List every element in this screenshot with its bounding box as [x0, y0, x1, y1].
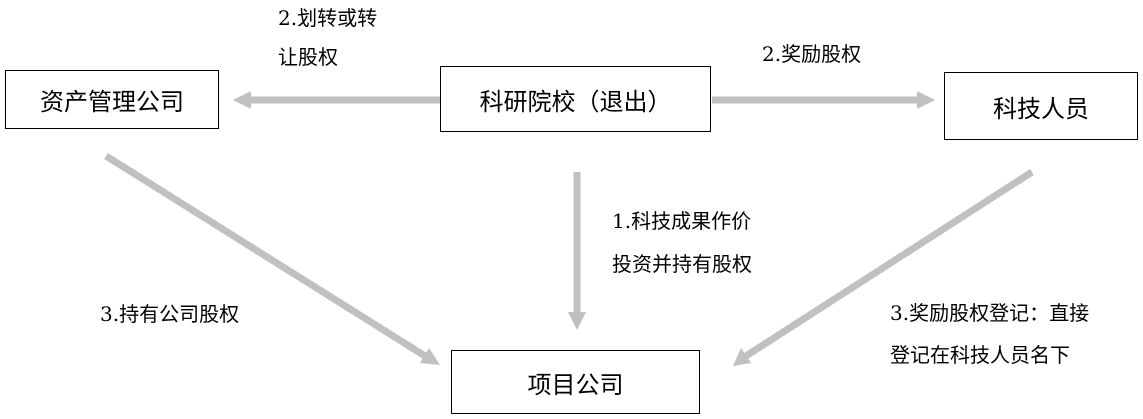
label-transfer-line1: 2.划转或转	[278, 6, 378, 30]
node-asset-management-company: 资产管理公司	[5, 70, 219, 129]
label-invest-line2: 投资并持有股权	[612, 252, 752, 276]
node-research-institute: 科研院校（退出）	[440, 66, 711, 132]
node-project-company: 项目公司	[451, 350, 700, 414]
arrow-institute-to-asset-company	[233, 91, 440, 109]
label-hold: 3.持有公司股权	[100, 302, 240, 326]
arrow-tech-staff-to-project-company	[733, 169, 1034, 366]
arrow-asset-company-to-project-company	[104, 153, 440, 365]
label-register-line2: 登记在科技人员名下	[890, 343, 1070, 367]
label-register-line1: 3.奖励股权登记：直接	[890, 301, 1090, 325]
label-reward: 2.奖励股权	[762, 42, 862, 66]
arrow-institute-to-tech-staff	[712, 91, 935, 109]
node-tech-staff: 科技人员	[944, 72, 1138, 140]
label-invest-line1: 1.科技成果作价	[612, 209, 752, 233]
arrow-institute-to-project-company	[568, 172, 586, 330]
label-transfer-line2: 让股权	[278, 45, 338, 69]
